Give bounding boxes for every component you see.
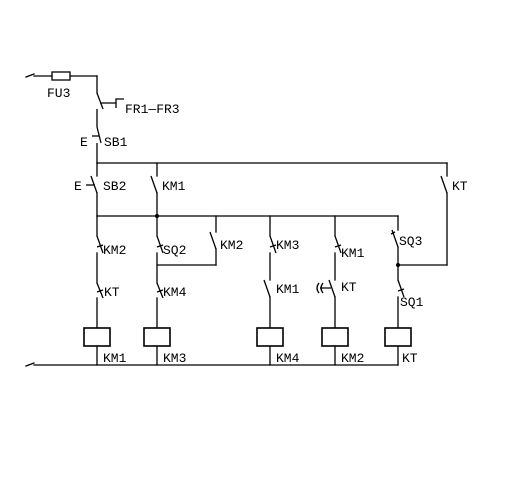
coil-km3 — [143, 327, 171, 347]
stop-button-sb1 — [92, 126, 102, 163]
coil-km4-label: KM4 — [276, 351, 300, 366]
km1-no-label: KM1 — [276, 282, 300, 297]
stop-button-label: SB1 — [104, 135, 128, 150]
coil-km2-label: KM2 — [341, 351, 364, 366]
coil-kt — [384, 327, 412, 347]
coil-km4 — [256, 327, 284, 347]
km2-nc-label: KM2 — [103, 243, 126, 258]
sq1-label: SQ1 — [400, 295, 424, 310]
km1-hold-contact — [150, 162, 158, 217]
sq2-label: SQ2 — [163, 243, 186, 258]
fuse-fu3 — [33, 71, 98, 94]
fuse-label: FU3 — [47, 86, 70, 101]
kt-top-label: KT — [452, 179, 468, 194]
stop-button-mark: E — [80, 135, 88, 150]
column-km1 — [96, 215, 104, 366]
overload-label: FR1—FR3 — [125, 102, 180, 117]
km1-hold-label: KM1 — [162, 179, 186, 194]
coil-kt-label: KT — [402, 351, 418, 366]
km1-nc-label: KM1 — [341, 246, 365, 261]
kt-nc-label: KT — [104, 285, 120, 300]
supply-terminal-top — [25, 73, 35, 78]
coil-km1 — [83, 327, 111, 347]
kt-top-contact — [397, 162, 448, 266]
coil-km2 — [321, 327, 349, 347]
km2-hold-label: KM2 — [220, 238, 243, 253]
start-button-sb2 — [86, 162, 98, 217]
coil-km3-label: KM3 — [163, 351, 186, 366]
kt-delay-label: KT — [341, 280, 357, 295]
start-button-mark: E — [74, 179, 82, 194]
start-button-label: SB2 — [103, 179, 126, 194]
column-km3 — [156, 215, 217, 366]
column-kt — [390, 215, 405, 366]
sq3-label: SQ3 — [399, 234, 422, 249]
km4-contact-label: KM4 — [163, 285, 187, 300]
overload-contact-fr — [96, 92, 124, 127]
coil-km1-label: KM1 — [103, 351, 127, 366]
column-km4 — [263, 215, 277, 366]
km3-nc-label: KM3 — [276, 238, 299, 253]
supply-terminal-bottom — [25, 362, 35, 367]
column-km2 — [316, 215, 342, 366]
